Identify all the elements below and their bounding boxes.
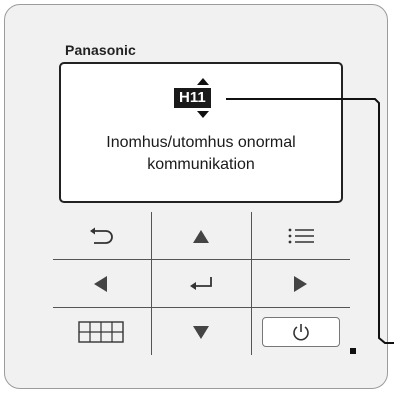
lcd-screen: H11 Inomhus/utomhus onormal kommunikatio… xyxy=(59,62,343,203)
grid-divider xyxy=(53,307,350,308)
menu-icon xyxy=(288,228,314,244)
left-button[interactable] xyxy=(53,262,148,306)
scroll-down-indicator-icon xyxy=(197,111,209,118)
enter-icon xyxy=(189,277,212,290)
button-grid xyxy=(53,212,350,355)
menu-button[interactable] xyxy=(253,214,348,258)
enter-button[interactable] xyxy=(153,262,248,306)
down-button[interactable] xyxy=(153,310,248,354)
status-led xyxy=(350,348,356,354)
grid-divider xyxy=(53,259,350,260)
scroll-up-indicator-icon xyxy=(197,78,209,85)
grid-divider xyxy=(151,212,152,355)
power-button[interactable] xyxy=(253,310,348,354)
grid-button[interactable] xyxy=(53,310,148,354)
up-button[interactable] xyxy=(153,214,248,258)
power-icon xyxy=(292,324,309,341)
left-triangle-icon xyxy=(94,276,107,292)
brand-logo: Panasonic xyxy=(65,42,136,58)
error-message: Inomhus/utomhus onormal kommunikation xyxy=(61,132,341,176)
error-message-line-2: kommunikation xyxy=(147,156,255,173)
down-triangle-icon xyxy=(192,325,209,339)
power-button-frame xyxy=(261,317,340,347)
back-button[interactable] xyxy=(53,214,148,258)
up-triangle-icon xyxy=(192,229,209,243)
grid-divider xyxy=(251,212,252,355)
back-icon xyxy=(89,227,113,244)
error-message-line-1: Inomhus/utomhus onormal xyxy=(106,134,296,151)
error-code: H11 xyxy=(174,88,211,108)
right-button[interactable] xyxy=(253,262,348,306)
right-triangle-icon xyxy=(294,276,307,292)
grid-icon xyxy=(77,321,124,343)
